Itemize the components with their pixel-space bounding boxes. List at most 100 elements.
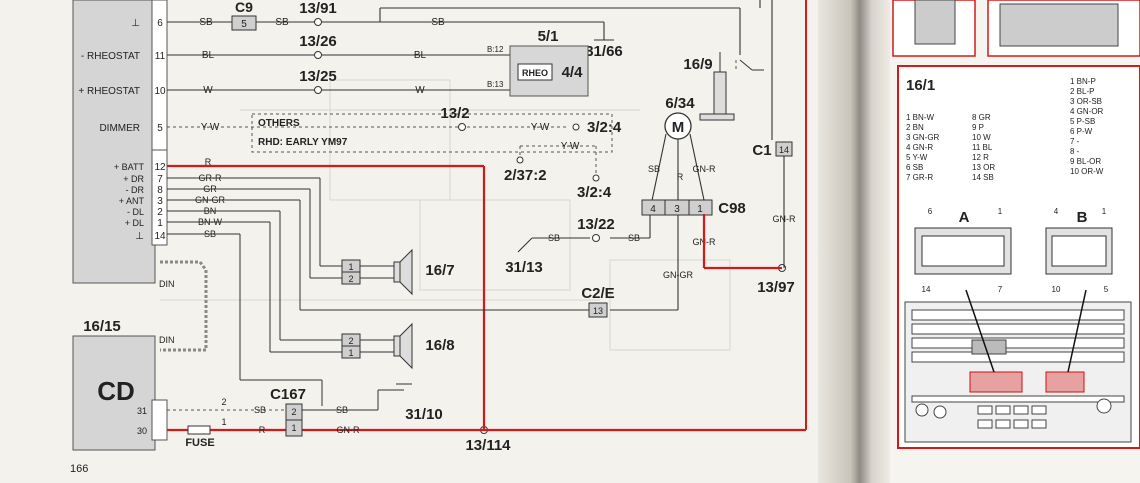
book-gutter <box>818 0 890 483</box>
head-unit-illustration <box>904 289 1132 443</box>
fuse-label: FUSE <box>185 437 214 449</box>
c2e-label: C2/E <box>581 285 614 302</box>
connector-pin-entry: 4 GN-R <box>906 143 933 152</box>
connector-pin-entry: 5 Y-W <box>906 153 928 162</box>
wire-label-bl: BL <box>414 50 427 61</box>
fuse <box>187 425 211 435</box>
pin-number: 10 <box>154 86 166 97</box>
connector-pin-entry: 8 GR <box>972 113 991 122</box>
ground-31-13: 31/13 <box>505 259 543 276</box>
ground-31-66: 31/66 <box>585 43 623 60</box>
pin-label: + BATT <box>114 162 145 172</box>
connector-pin-entry: 14 SB <box>972 173 994 182</box>
a-pin: 1 <box>998 207 1003 216</box>
pin-number: 1 <box>157 218 163 229</box>
speaker-16-8: 2 1 <box>341 322 413 370</box>
wire-label-sb: SB <box>628 233 640 243</box>
page-texture <box>160 79 731 351</box>
b-pin: 4 <box>1054 207 1059 216</box>
cd-mid-pin: 2 <box>221 397 226 407</box>
ref-16-8: 16/8 <box>425 337 454 354</box>
speaker-16-7: 1 2 <box>341 248 413 296</box>
wire-label-sb: SB <box>648 164 660 174</box>
splice-13-22: 13/22 <box>577 216 615 233</box>
pin-label: - DL <box>127 207 144 217</box>
connector-pin-entry: 3 GN-GR <box>906 133 940 142</box>
pin-label: + DR <box>123 174 144 184</box>
connector-b <box>1045 227 1113 275</box>
connector-pin-entry: 7 - <box>1070 137 1080 146</box>
wire-label-w: W <box>415 85 425 96</box>
sp-pin: 2 <box>348 336 353 346</box>
wire-label: BN-W <box>198 217 222 227</box>
connector-pin-entry: 9 BL-OR <box>1070 157 1101 166</box>
connector-c98 <box>641 199 713 216</box>
ref-3-2-4b: 3/2:4 <box>577 184 612 201</box>
pin-number: 7 <box>157 174 163 185</box>
c98-label: C98 <box>718 200 746 217</box>
splice-13-26: 13/26 <box>299 33 337 50</box>
connector-pin-entry: 4 GN-OR <box>1070 107 1104 116</box>
connector-pin-entry: 5 P-SB <box>1070 117 1095 126</box>
wire-label-gnr: GN-R <box>773 214 796 224</box>
radio-unit-box <box>72 0 156 284</box>
pin-number: 2 <box>157 207 163 218</box>
wires-dashed <box>167 60 737 176</box>
splice-13-114: 13/114 <box>465 437 511 454</box>
din-label: DIN <box>159 279 175 289</box>
radio-pins-bottom: + BATT 12 + DR 7 - DR 8 + ANT 3 - DL 2 +… <box>114 162 166 242</box>
connector-a <box>914 227 1012 275</box>
cd-player-box <box>72 335 156 451</box>
wire-label: GR <box>203 184 217 194</box>
ref-16-7: 16/7 <box>425 262 454 279</box>
wire-label-sb: SB <box>336 405 348 415</box>
power-wires <box>166 164 806 432</box>
connector-pin-entry: 6 SB <box>906 163 923 172</box>
c98-pin: 4 <box>650 204 656 215</box>
wire-label-bl: BL <box>202 50 215 61</box>
pin-number: 5 <box>157 123 163 134</box>
ground-31-10: 31/10 <box>405 406 443 423</box>
c98-pin: 1 <box>697 204 703 215</box>
wire-label-sb: SB <box>199 17 213 28</box>
b-pin: 1 <box>1102 207 1107 216</box>
wire-label-r: R <box>205 157 212 167</box>
connector-pin-entry: 3 OR-SB <box>1070 97 1102 106</box>
pin-number: 14 <box>154 231 166 242</box>
others-note: OTHERS <box>258 118 300 129</box>
wire-label-gnr: GN-R <box>693 164 716 174</box>
c1-pin: 14 <box>779 145 789 155</box>
pin-number: 6 <box>157 18 163 29</box>
splice-13-91: 13/91 <box>299 0 337 17</box>
wire-label: BN <box>204 206 217 216</box>
speaker-wires <box>167 177 589 406</box>
wire-label: SB <box>204 229 216 239</box>
connector-c9 <box>231 15 257 31</box>
cd-pin: 31 <box>137 406 147 416</box>
wire-label-sb: SB <box>548 233 560 243</box>
pin-b12: B:12 <box>487 45 504 54</box>
c167-pin: 2 <box>291 407 296 417</box>
connector-pin-entry: 2 BL-P <box>1070 87 1094 96</box>
din-label-cd: DIN <box>159 335 175 345</box>
splice-13-25: 13/25 <box>299 68 337 85</box>
sp-pin: 1 <box>348 348 353 358</box>
wire-label-gnr: GN-R <box>337 425 360 435</box>
sp-pin: 1 <box>348 262 353 272</box>
connector-pin-entry: 7 GR-R <box>906 173 933 182</box>
ref-3-2-4a: 3/2:4 <box>587 119 622 136</box>
page-number: 166 <box>70 463 88 475</box>
ref-2-37-2: 2/37:2 <box>504 167 547 184</box>
pin-number: 3 <box>157 196 163 207</box>
sp-pin: 2 <box>348 274 353 284</box>
connector-c1 <box>775 141 793 157</box>
radio-pins-top: ⊥ 6 - RHEOSTAT 11 + RHEOSTAT 10 DIMMER 5 <box>78 18 166 134</box>
connector-title: 16/1 <box>906 77 935 94</box>
antenna-16-9 <box>713 52 764 119</box>
wire-label-yw: Y-W <box>201 122 220 133</box>
connector-pin-entry: 10 OR-W <box>1070 167 1104 176</box>
c167-label: C167 <box>270 386 306 403</box>
c98-pin: 3 <box>674 204 680 215</box>
pin-label: + ANT <box>119 196 145 206</box>
